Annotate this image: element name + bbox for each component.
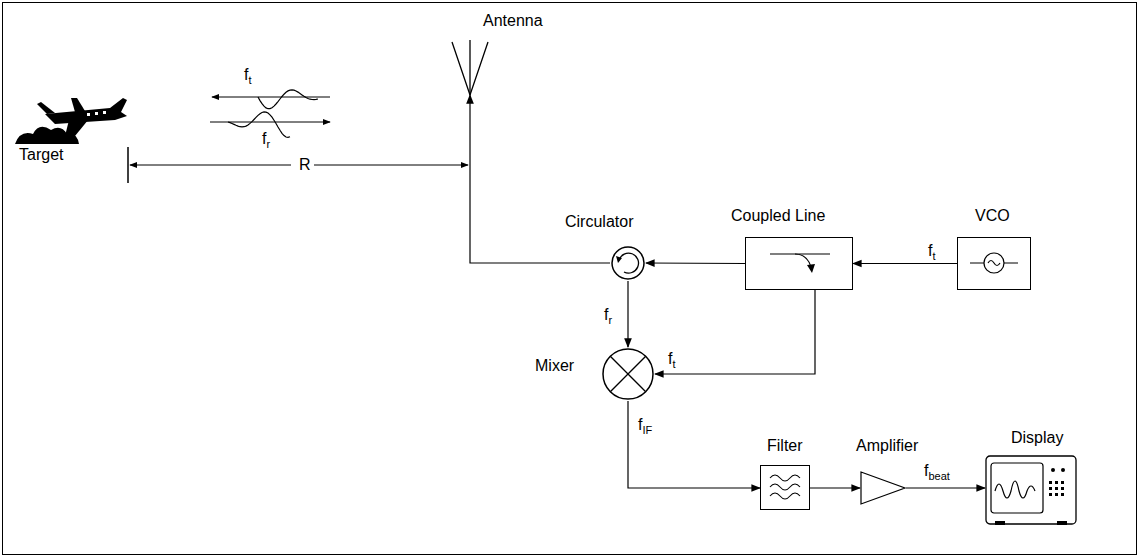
circulator-symbol-shape — [610, 245, 646, 281]
signal-label: ft — [928, 242, 936, 265]
received-wave — [228, 112, 290, 137]
mixer-symbol: Mixer — [601, 347, 655, 401]
coupled-line-box-shape — [745, 237, 853, 290]
node-label: Filter — [767, 437, 803, 455]
transmitted-wave — [258, 90, 318, 109]
signal-label: ft — [668, 350, 676, 373]
display-icon-shape — [985, 455, 1077, 527]
signal-wire — [810, 487, 860, 488]
vco-box-shape — [957, 237, 1031, 290]
range-marker — [127, 147, 129, 183]
target-icon-shape — [15, 86, 130, 144]
signal-wire — [470, 95, 610, 263]
target-icon: Target — [15, 86, 130, 170]
signal-label: ft — [244, 66, 252, 89]
signal-label: fbeat — [924, 462, 950, 485]
display-icon: Display — [985, 455, 1077, 527]
signal-label: fIF — [638, 416, 652, 439]
signal-wire — [627, 281, 628, 347]
node-label: Display — [1011, 429, 1063, 447]
node-label: Amplifier — [856, 437, 918, 455]
signal-label: fr — [262, 130, 270, 153]
filter-box-shape — [760, 465, 810, 510]
node-label: Coupled Line — [731, 207, 825, 225]
dimension-line — [311, 165, 468, 166]
signal-wire — [655, 290, 815, 374]
antenna-symbol-shape — [450, 40, 490, 95]
node-label: Circulator — [565, 213, 633, 231]
signal-label: fr — [604, 306, 612, 329]
circulator-symbol: Circulator — [610, 245, 646, 281]
signal-wire — [628, 401, 760, 488]
node-label: Target — [19, 146, 63, 164]
node-label: Antenna — [483, 12, 543, 30]
signal-wire — [646, 262, 745, 264]
mixer-symbol-shape — [601, 347, 655, 401]
dimension-line — [130, 165, 291, 166]
node-label: Mixer — [535, 357, 574, 375]
vco-box: VCO — [957, 237, 1031, 290]
amplifier-symbol-shape — [860, 471, 906, 505]
dimension-label: R — [296, 156, 314, 174]
signal-wire — [853, 263, 957, 264]
antenna-symbol: Antenna — [450, 40, 490, 95]
filter-box: Filter — [760, 465, 810, 510]
signal-wire — [906, 487, 985, 488]
node-label: VCO — [975, 207, 1010, 225]
coupled-line-box: Coupled Line — [745, 237, 853, 290]
amplifier-symbol: Amplifier — [860, 471, 906, 505]
wave-axis — [212, 97, 330, 98]
